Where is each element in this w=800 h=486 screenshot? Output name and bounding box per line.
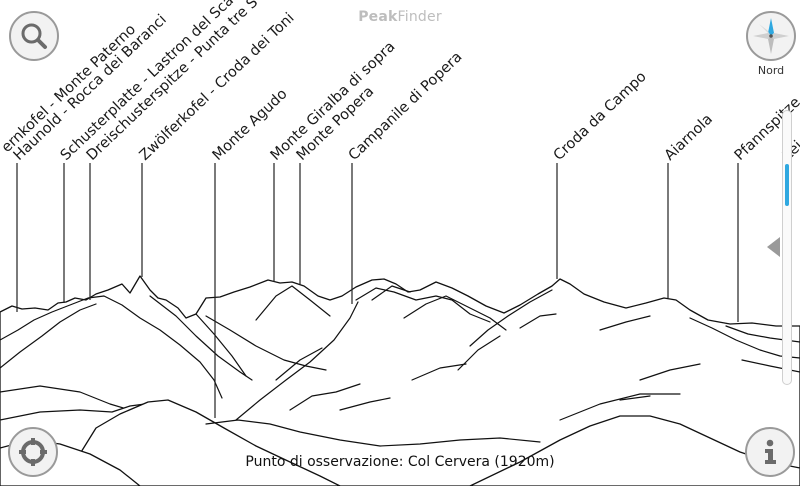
peak-label-monte-giralba[interactable]: Monte Giralba di sopra: [268, 39, 399, 164]
peak-label-croda-da-campo[interactable]: Croda da Campo: [551, 69, 650, 164]
crosshair-icon: [19, 438, 47, 466]
app-brand: PeakFinder: [0, 9, 800, 25]
brand-light: Finder: [397, 9, 442, 25]
collapse-arrow-icon[interactable]: [767, 237, 780, 257]
brand-bold: Peak: [358, 9, 398, 25]
observation-point-text: Punto di osservazione: Col Cervera (1920…: [245, 454, 555, 470]
compass-icon: [746, 11, 796, 61]
search-button[interactable]: [9, 11, 59, 61]
compass-direction-label: Nord: [757, 64, 785, 77]
search-icon: [21, 23, 47, 49]
locate-button[interactable]: [8, 427, 58, 477]
compass-button[interactable]: [745, 10, 797, 62]
info-button[interactable]: [745, 427, 795, 477]
info-icon: [765, 439, 776, 464]
foreground-hills: [0, 399, 800, 486]
vertical-slider-thumb[interactable]: [785, 164, 789, 206]
peak-leader-lines: [16, 163, 739, 418]
foreground-lines: [205, 419, 541, 447]
peak-label-aiarnola[interactable]: Aiarnola: [662, 111, 716, 164]
vertical-slider[interactable]: [782, 110, 792, 385]
